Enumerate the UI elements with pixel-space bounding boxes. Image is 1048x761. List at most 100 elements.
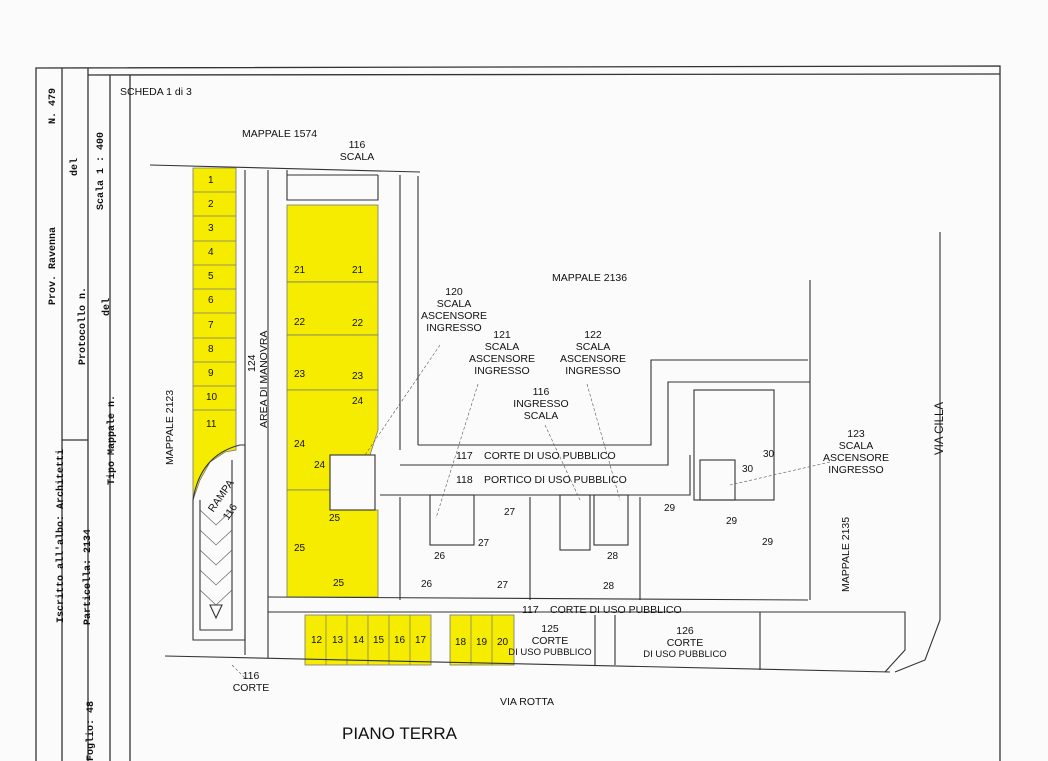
albo: Iscritto all'albo: Architetti: [56, 448, 67, 623]
scala: Scala 1 : 400: [96, 131, 107, 210]
left-parking-strip: [192, 167, 237, 501]
parking-spot: 5: [208, 271, 214, 282]
unit-number: 28: [603, 581, 615, 592]
unit-number: 24: [314, 460, 326, 471]
parking-spot: 11: [206, 419, 217, 430]
label-122-l3: INGRESSO: [565, 365, 621, 377]
parking-spot: 14: [353, 635, 365, 646]
parking-spot: 1: [208, 175, 214, 186]
label-120-l1: SCALA: [436, 298, 472, 310]
unit-number: 25: [294, 543, 306, 554]
sheet-label: SCHEDA 1 di 3: [120, 86, 192, 98]
unit-number: 27: [497, 580, 509, 591]
floor-title: PIANO TERRA: [342, 724, 457, 743]
corte-117b: CORTE DI USO PUBBLICO: [550, 604, 682, 616]
label-121-l2: ASCENSORE: [469, 353, 535, 365]
parking-spot: 8: [208, 344, 214, 355]
mappale-2123: MAPPALE 2123: [164, 389, 176, 465]
parking-spot: 16: [394, 635, 406, 646]
tipo-del: del: [102, 297, 113, 316]
mappale-2136: MAPPALE 2136: [552, 272, 628, 284]
corte-116-num: 116: [242, 670, 260, 682]
label-116-num: 116: [532, 386, 550, 398]
unit-number: 25: [329, 513, 341, 524]
unit-number: 30: [763, 449, 775, 460]
label-123-l1: SCALA: [838, 440, 874, 452]
parking-spot: 3: [208, 223, 214, 234]
unit-number: 21: [294, 265, 306, 276]
corte-125-l1: CORTE: [531, 635, 569, 647]
label-120-l3: INGRESSO: [426, 322, 482, 334]
parking-spot: 9: [208, 368, 214, 379]
rampa-chevrons: [199, 509, 233, 606]
yellow-units: [192, 167, 515, 666]
corte-125-num: 125: [541, 623, 559, 635]
unit-number: 23: [352, 371, 364, 382]
corte-117b-num: 117: [522, 604, 539, 616]
parking-spot: 4: [208, 247, 214, 258]
corte-126-num: 126: [676, 625, 694, 637]
mappale-1574: MAPPALE 1574: [242, 128, 318, 140]
label-120-num: 120: [445, 286, 463, 298]
corte-125-l2: DI USO PUBBLICO: [508, 647, 592, 658]
portico-118: PORTICO DI USO PUBBLICO: [484, 474, 627, 486]
via-rotta: VIA ROTTA: [500, 696, 555, 708]
label-122-num: 122: [584, 329, 602, 341]
label-116-l1: INGRESSO: [513, 398, 569, 410]
unit-number: 24: [352, 396, 364, 407]
unit-number: 29: [664, 503, 676, 514]
mappale-2135: MAPPALE 2135: [840, 516, 852, 592]
parking-spot: 19: [476, 637, 488, 648]
portico-118-num: 118: [456, 474, 473, 486]
unit-number: 27: [478, 538, 490, 549]
label-121-l3: INGRESSO: [474, 365, 530, 377]
parking-spot: 15: [373, 635, 385, 646]
number-label: N.: [48, 111, 59, 124]
tipo-mappale: Tipo Mappale n.: [107, 394, 118, 485]
label-123-l2: ASCENSORE: [823, 452, 889, 464]
unit-number: 30: [742, 464, 754, 475]
label-121-l1: SCALA: [484, 341, 520, 353]
protocollo: Protocollo n.: [78, 286, 89, 365]
unit-number: 21: [352, 265, 364, 276]
unit-number: 24: [294, 439, 306, 450]
label-122-l2: ASCENSORE: [560, 353, 626, 365]
scala-116-num: 116: [348, 139, 366, 151]
area-manovra: AREA DI MANOVRA: [258, 330, 270, 428]
parking-spot: 6: [208, 295, 214, 306]
unit-number: 26: [421, 579, 433, 590]
particella: Particella: 2134: [83, 528, 94, 625]
scala-116: SCALA: [339, 151, 375, 163]
area-num: 124: [246, 354, 258, 372]
sheet-number: N. 479: [48, 88, 60, 124]
parking-spot: 13: [332, 635, 344, 646]
unit-number: 23: [294, 369, 306, 380]
unit-number: 28: [607, 551, 619, 562]
corte-117: CORTE DI USO PUBBLICO: [484, 450, 616, 462]
unit-number: 22: [294, 317, 306, 328]
parking-spot: 2: [208, 199, 214, 210]
corte-126-l2: DI USO PUBBLICO: [643, 649, 727, 660]
parking-spot: 20: [497, 637, 509, 648]
protocollo-del: del: [70, 157, 81, 176]
label-123-l3: INGRESSO: [828, 464, 884, 476]
parking-spot: 10: [206, 392, 218, 403]
corte-116-l1: CORTE: [232, 682, 270, 694]
unit-number: 25: [333, 578, 345, 589]
label-120-l2: ASCENSORE: [421, 310, 487, 322]
label-116-l2: SCALA: [523, 410, 559, 422]
label-123-num: 123: [847, 428, 865, 440]
via-cilla: VIA CILLA: [934, 401, 946, 455]
unit-number: 22: [352, 318, 364, 329]
province: Prov. Ravenna: [48, 226, 59, 305]
label-122-l1: SCALA: [575, 341, 611, 353]
leader-lines: [231, 344, 831, 679]
